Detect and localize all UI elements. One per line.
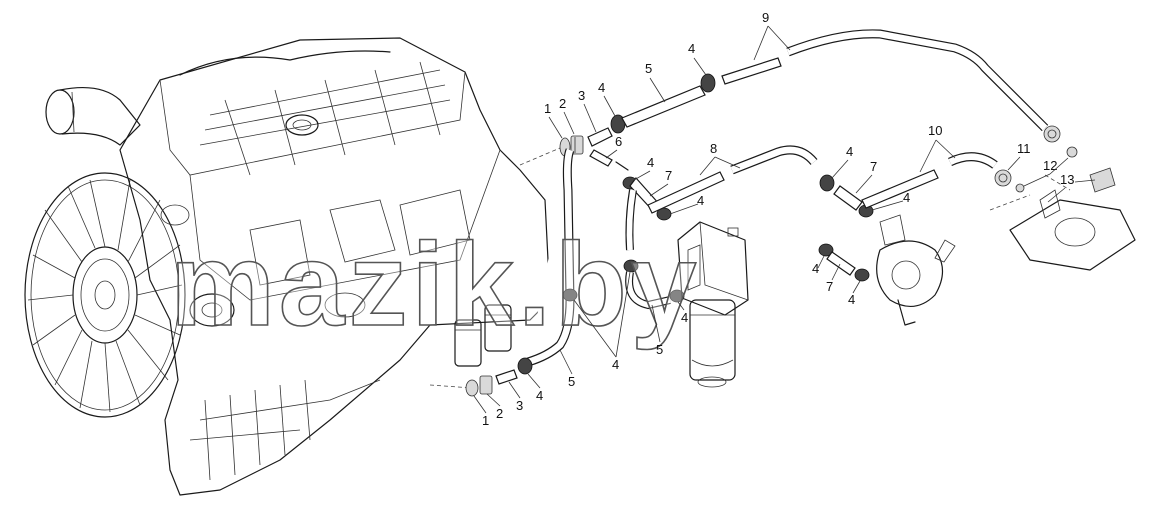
callout-4-lower-left: 4 <box>536 388 543 403</box>
callout-2-lower: 2 <box>496 406 503 421</box>
hand-pump-assembly <box>876 214 956 326</box>
callout-7-left: 7 <box>665 168 672 183</box>
union-3-lower <box>495 369 518 385</box>
callout-1-lower: 1 <box>482 413 489 428</box>
housing-13 <box>1009 167 1136 271</box>
callout-4-center: 4 <box>612 357 619 372</box>
callout-12: 12 <box>1043 158 1057 173</box>
callout-4-mid-b: 4 <box>697 193 704 208</box>
callout-4-right-a: 4 <box>846 144 853 159</box>
fuel-filter-assembly <box>677 221 749 388</box>
callout-7-lower: 7 <box>826 279 833 294</box>
callout-11: 11 <box>1017 141 1031 156</box>
callout-1-upper: 1 <box>544 101 551 116</box>
fitting-1-lower <box>465 379 479 397</box>
callout-5-upper: 5 <box>645 61 652 76</box>
fitting-11 <box>994 169 1012 187</box>
callout-4-filter: 4 <box>681 310 688 325</box>
nut-2-lower <box>479 375 493 395</box>
washer-12 <box>1015 146 1078 193</box>
callout-4-mid-a: 4 <box>647 155 654 170</box>
callout-4-upper-b: 4 <box>688 41 695 56</box>
pipe-6 <box>589 149 629 171</box>
fitting-end-top <box>1043 125 1061 143</box>
engine-block <box>119 37 551 496</box>
callout-9: 9 <box>762 10 769 25</box>
callout-4-upper-a: 4 <box>598 80 605 95</box>
leader-lines <box>429 147 1071 389</box>
hose-5-upper <box>621 85 706 128</box>
hose-7-lower <box>818 243 870 282</box>
hose-8 <box>625 145 818 251</box>
hose-9-pipe <box>721 29 1049 132</box>
lower-fittings <box>465 357 533 397</box>
callout-4-lower-b: 4 <box>848 292 855 307</box>
callout-4-right-b: 4 <box>903 190 910 205</box>
callout-6: 6 <box>615 134 622 149</box>
callout-5-center: 5 <box>656 342 663 357</box>
callout-4-lower-a: 4 <box>812 261 819 276</box>
callout-13: 13 <box>1060 172 1074 187</box>
callout-10: 10 <box>928 123 942 138</box>
callout-8: 8 <box>710 141 717 156</box>
callout-labels: 1 2 3 4 5 4 9 6 4 7 8 4 4 7 10 4 11 <box>473 10 1096 428</box>
engine-assembly <box>24 37 551 496</box>
callout-2-upper: 2 <box>559 96 566 111</box>
hose-7-right <box>833 185 874 218</box>
hose-10 <box>861 152 998 209</box>
hose-vertical-left <box>526 148 578 367</box>
nut-2-upper <box>570 135 584 155</box>
callout-3-lower: 3 <box>516 398 523 413</box>
upper-return-line <box>559 29 1061 157</box>
clamp-4-upper-b <box>700 73 716 93</box>
watermark-text: mazik.by <box>170 219 700 351</box>
intake-pipe <box>45 86 141 146</box>
callout-5-lower: 5 <box>568 374 575 389</box>
clamp-4-mid-b <box>819 174 835 192</box>
callout-7-right: 7 <box>870 159 877 174</box>
union-3-upper <box>587 127 613 147</box>
callout-3-upper: 3 <box>578 88 585 103</box>
clamp-4-lower <box>517 357 533 375</box>
cooling-fan <box>24 172 186 418</box>
